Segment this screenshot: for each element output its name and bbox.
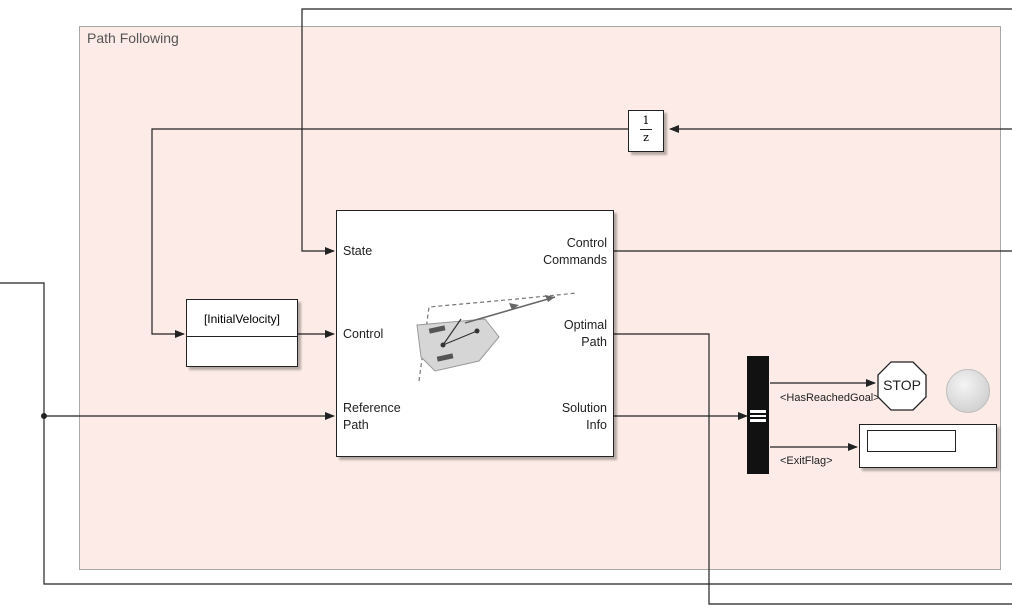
port-solution-info: Solution Info (562, 400, 607, 434)
unit-delay-block[interactable]: 1 z (628, 110, 664, 152)
vehicle-path-icon (416, 292, 578, 382)
port-control-commands: Control Commands (543, 235, 607, 269)
exit-flag-label: <ExitFlag> (780, 455, 833, 467)
exit-flag-display-block[interactable] (859, 424, 997, 468)
unit-delay-numerator: 1 (642, 114, 650, 127)
port-state: State (343, 244, 373, 258)
port-reference-path-line1: Reference (343, 401, 401, 415)
status-lamp[interactable] (946, 369, 990, 413)
port-control-commands-line2: Commands (543, 253, 607, 267)
port-solution-info-line1: Solution (561, 401, 607, 415)
initial-velocity-label: [InitialVelocity] (203, 312, 281, 326)
port-control: Control (343, 327, 384, 341)
port-reference-path-line2: Path (343, 418, 369, 432)
port-solution-info-line2: Info (586, 418, 607, 432)
display-value (867, 430, 956, 452)
unit-delay-bar (640, 129, 652, 130)
stop-label: STOP (883, 377, 921, 393)
initial-velocity-divider (187, 336, 297, 337)
bus-selector-port (750, 410, 766, 422)
stop-block[interactable]: STOP (876, 360, 928, 412)
port-optimal-path-line1: Optimal (563, 318, 607, 332)
unit-delay-denominator: z (643, 131, 649, 144)
has-reached-goal-label: <HasReachedGoal> (780, 392, 880, 404)
bus-selector-block[interactable] (747, 356, 769, 474)
port-optimal-path: Optimal Path (564, 317, 607, 351)
initial-velocity-block[interactable]: [InitialVelocity] (186, 299, 298, 367)
port-optimal-path-line2: Path (581, 335, 607, 349)
path-following-controller-block[interactable]: State Control Reference Path Control Com… (336, 210, 614, 457)
port-control-commands-line1: Control (566, 236, 607, 250)
port-reference-path: Reference Path (343, 400, 401, 434)
subsystem-title: Path Following (87, 30, 179, 46)
